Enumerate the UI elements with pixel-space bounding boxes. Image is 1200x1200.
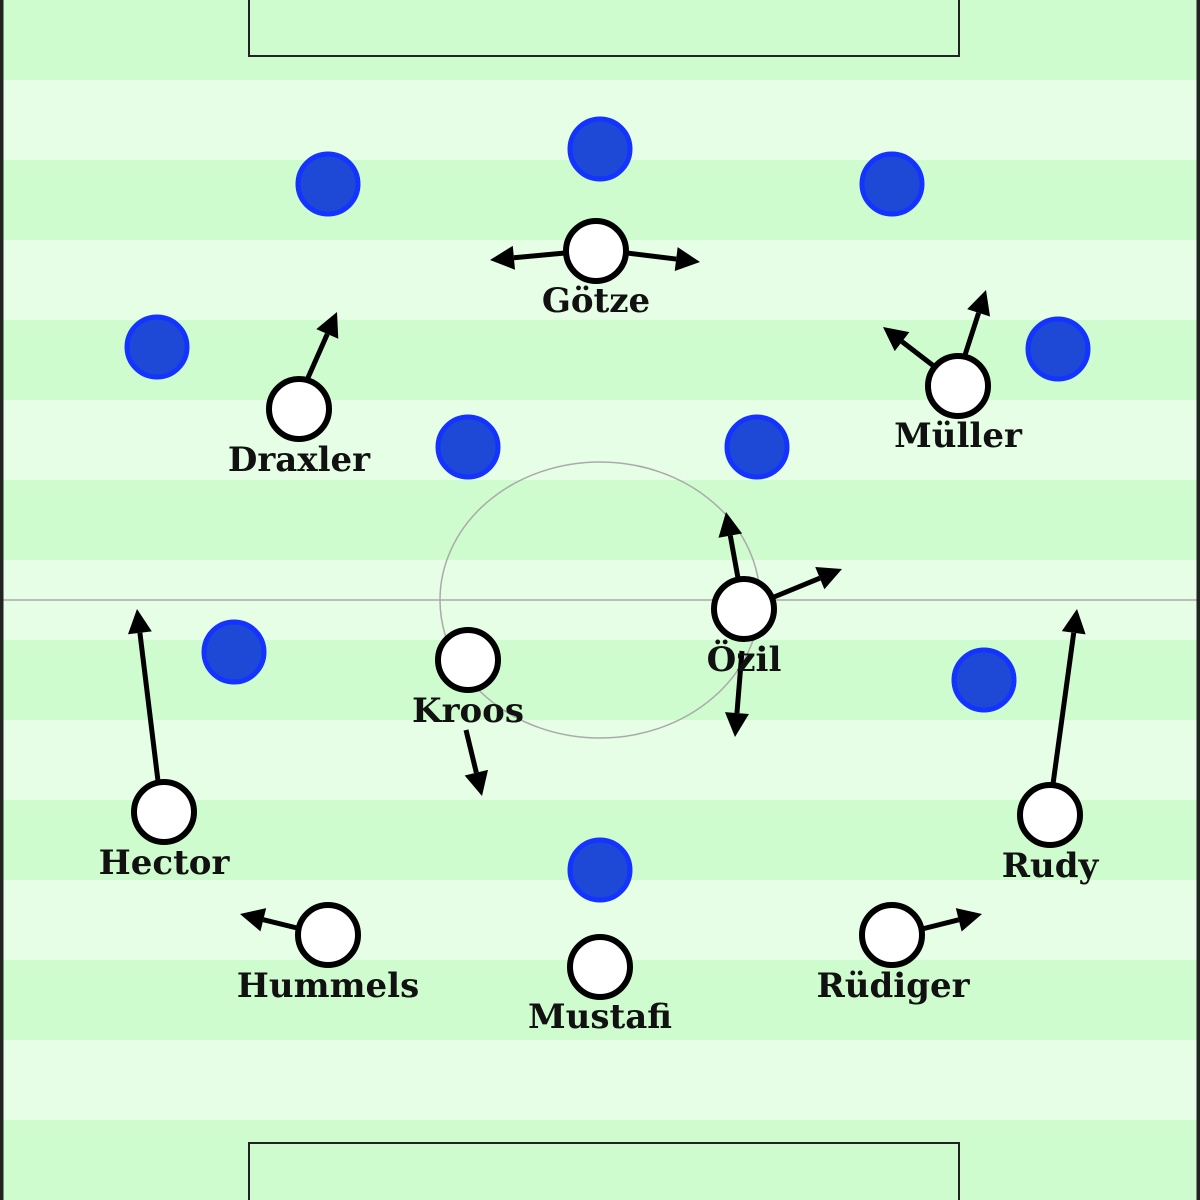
- movement-arrow: [513, 250, 566, 261]
- label-hector: Hector: [99, 843, 231, 883]
- grass-stripe: [0, 1040, 1200, 1121]
- opponent-marker: [951, 647, 1017, 713]
- top-penalty-box: [248, 0, 960, 57]
- label-rudy: Rudy: [1002, 846, 1100, 886]
- bottom-penalty-box: [248, 1142, 960, 1200]
- opponent-marker: [295, 151, 361, 217]
- player-markers: [131, 218, 1083, 1000]
- arrow-head-icon: [718, 512, 743, 538]
- label-draxler: Draxler: [228, 440, 371, 480]
- movement-arrow: [626, 250, 677, 262]
- opponent-marker: [859, 151, 925, 217]
- label-muller: Müller: [894, 416, 1023, 456]
- movement-arrow: [773, 575, 821, 600]
- arrow-head-icon: [240, 908, 267, 932]
- movement-arrow: [962, 312, 982, 356]
- opponent-marker: [724, 414, 790, 480]
- opponent-marker: [567, 837, 633, 903]
- movement-arrow: [1050, 632, 1077, 785]
- player-marker-mustafi: [567, 934, 633, 1000]
- grass-stripe: [0, 0, 1200, 81]
- player-marker-muller: [925, 353, 991, 419]
- opponent-markers: [124, 116, 1091, 903]
- label-gotze: Götze: [542, 281, 650, 321]
- movement-arrow: [900, 339, 937, 369]
- arrow-head-icon: [464, 769, 489, 796]
- arrow-head-icon: [724, 712, 749, 737]
- movement-arrow: [921, 917, 960, 932]
- movement-arrow: [734, 650, 745, 714]
- opponent-marker: [201, 619, 267, 685]
- arrow-head-icon: [967, 290, 991, 317]
- label-rudiger: Rüdiger: [817, 966, 971, 1006]
- player-marker-rudy: [1017, 782, 1083, 848]
- grass-stripe: [0, 480, 1200, 561]
- movement-arrows: [127, 245, 1086, 932]
- player-marker-hector: [131, 779, 197, 845]
- arrow-head-icon: [955, 908, 982, 932]
- label-kroos: Kroos: [412, 691, 524, 731]
- movement-arrow: [262, 917, 298, 931]
- player-marker-draxler: [266, 376, 332, 442]
- arrow-head-icon: [883, 327, 910, 352]
- movement-arrow: [727, 535, 741, 579]
- player-marker-hummels: [295, 902, 361, 968]
- player-marker-rudiger: [859, 902, 925, 968]
- opponent-marker: [1025, 316, 1091, 382]
- movement-arrow: [137, 632, 161, 782]
- arrow-head-icon: [1061, 609, 1086, 635]
- player-marker-gotze: [563, 218, 629, 284]
- grass-stripe: [0, 320, 1200, 401]
- opponent-marker: [435, 414, 501, 480]
- opponent-marker: [124, 314, 190, 380]
- label-hummels: Hummels: [237, 966, 419, 1006]
- label-mustafi: Mustafi: [528, 997, 672, 1037]
- opponent-marker: [567, 116, 633, 182]
- grass-stripe: [0, 1120, 1200, 1200]
- arrow-head-icon: [490, 245, 516, 270]
- movement-arrow: [463, 729, 479, 774]
- player-labels: Götze Draxler Müller Özil Kroos Hector R…: [99, 281, 1100, 1037]
- grass-stripe: [0, 720, 1200, 801]
- label-ozil: Özil: [707, 639, 782, 680]
- arrow-head-icon: [815, 567, 842, 590]
- arrow-head-icon: [127, 609, 152, 635]
- grass-stripe: [0, 640, 1200, 721]
- player-marker-ozil: [711, 576, 777, 642]
- grass-stripe: [0, 400, 1200, 481]
- arrow-head-icon: [674, 247, 700, 271]
- player-marker-kroos: [435, 627, 501, 693]
- movement-arrow: [304, 332, 330, 382]
- arrow-head-icon: [316, 312, 339, 339]
